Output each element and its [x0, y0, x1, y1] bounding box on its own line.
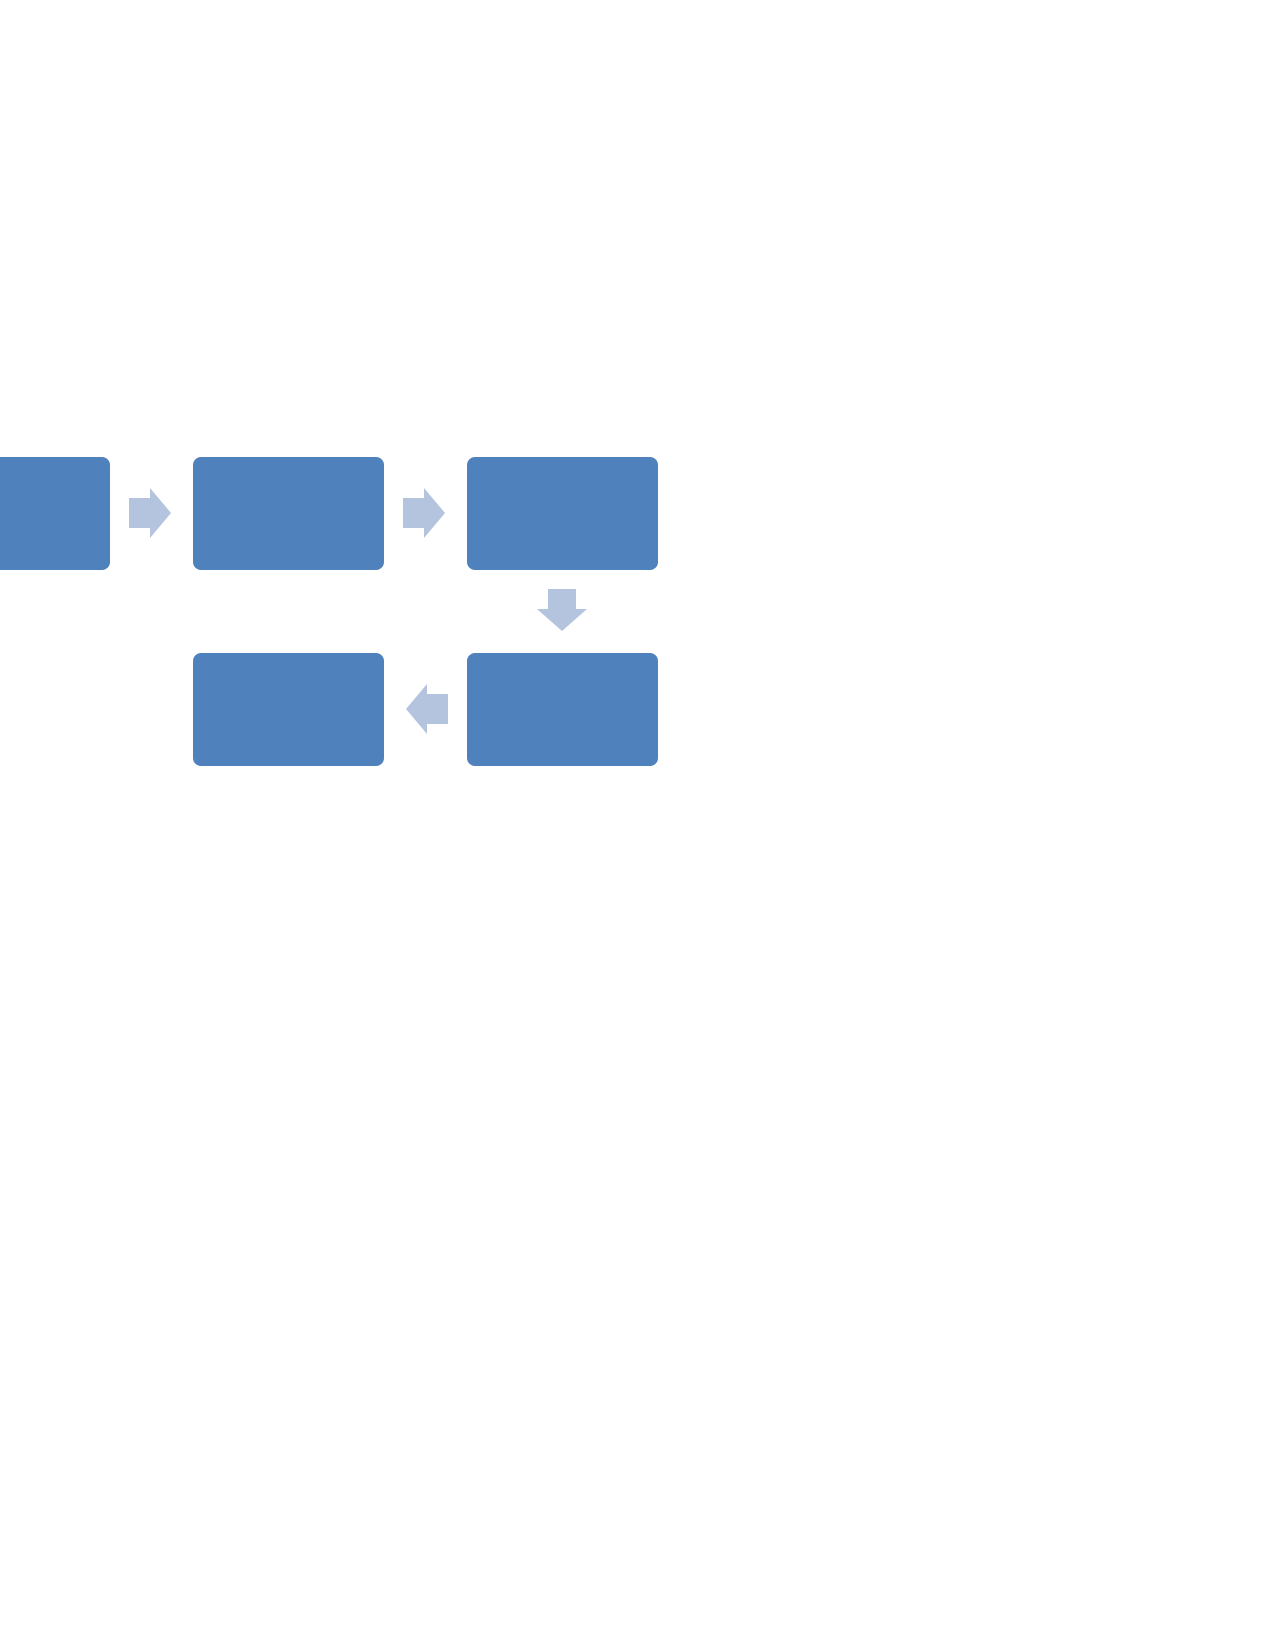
- arrow-down-icon: [537, 589, 587, 631]
- arrow-left-icon: [406, 684, 448, 734]
- arrow-right-icon: [403, 488, 445, 538]
- process-step-1: [0, 457, 110, 570]
- process-step-3: [467, 457, 658, 570]
- arrow-right-icon: [129, 488, 171, 538]
- process-step-4: [467, 653, 658, 766]
- process-step-5: [193, 653, 384, 766]
- process-step-2: [193, 457, 384, 570]
